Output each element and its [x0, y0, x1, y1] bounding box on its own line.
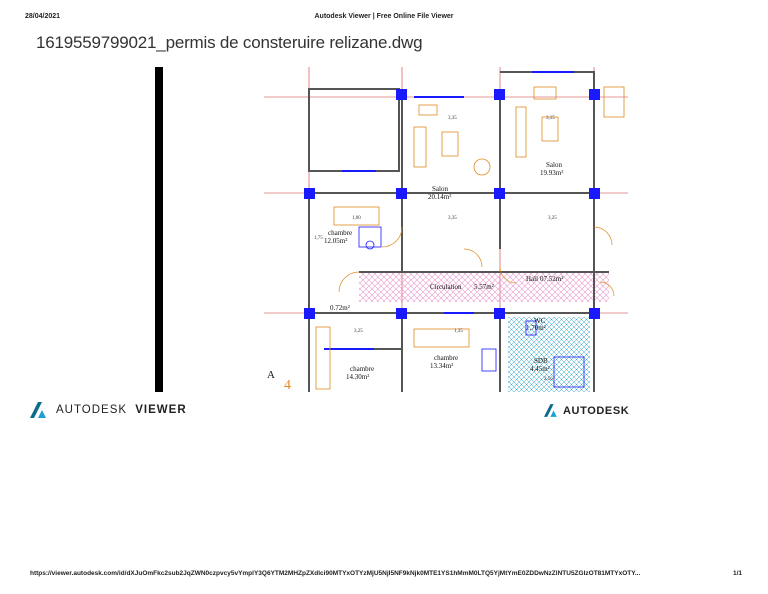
svg-text:1,00: 1,00 — [352, 216, 361, 221]
dimension-labels: 3,35 3,35 3,25 3,25 1,00 3,15 1,75 2,56 … — [314, 116, 557, 382]
svg-text:3,35: 3,35 — [448, 116, 457, 121]
circulation-hatch — [359, 272, 609, 302]
section-label: A — [267, 369, 275, 381]
svg-text:Salon: Salon — [546, 161, 562, 169]
svg-text:chambre: chambre — [434, 354, 458, 362]
room-labels: Salon 20.14m² Salon 19.93m² chambre 12.0… — [324, 161, 563, 381]
sdb-hatch — [508, 317, 590, 392]
svg-text:1.70m²: 1.70m² — [526, 324, 546, 332]
logo-product: VIEWER — [135, 404, 187, 416]
svg-text:3,25: 3,25 — [354, 329, 363, 334]
svg-text:1,35: 1,35 — [454, 329, 463, 334]
logo-brand-right: AUTODESK — [563, 404, 630, 417]
svg-text:12.05m²: 12.05m² — [324, 237, 347, 245]
svg-text:chambre: chambre — [350, 365, 374, 373]
svg-text:19.93m²: 19.93m² — [540, 169, 563, 177]
svg-text:0.72m²: 0.72m² — [330, 304, 350, 312]
windows — [324, 71, 574, 350]
svg-text:07.52m²: 07.52m² — [540, 275, 563, 283]
viewer-scrollbar[interactable] — [155, 67, 163, 392]
svg-text:SDB: SDB — [534, 357, 548, 365]
floor-plan[interactable]: Salon 20.14m² Salon 19.93m² chambre 12.0… — [264, 67, 628, 392]
svg-text:chambre: chambre — [328, 229, 352, 237]
furniture — [315, 86, 625, 390]
doors — [338, 226, 615, 297]
svg-text:Circulation: Circulation — [430, 283, 462, 291]
svg-text:3,15: 3,15 — [546, 116, 555, 121]
svg-text:14.30m²: 14.30m² — [346, 373, 369, 381]
svg-text:13.34m²: 13.34m² — [430, 362, 453, 370]
svg-text:5.57m²: 5.57m² — [474, 283, 494, 291]
print-date: 28/04/2021 — [25, 13, 61, 20]
file-title: 1619559799021_permis de consteruire reli… — [36, 33, 423, 52]
autodesk-viewer-logo: AUTODESK VIEWER — [30, 402, 187, 418]
print-page-title: Autodesk Viewer | Free Online File Viewe… — [314, 13, 454, 20]
autodesk-logo: AUTODESK — [544, 404, 629, 417]
svg-text:3,35: 3,35 — [448, 216, 457, 221]
svg-text:Hall: Hall — [526, 275, 538, 283]
print-url: https://viewer.autodesk.com/id/dXJuOmFkc… — [30, 570, 641, 577]
columns — [304, 89, 600, 319]
drawing-canvas[interactable]: Salon 20.14m² Salon 19.93m² chambre 12.0… — [264, 67, 628, 392]
svg-text:4.45m²: 4.45m² — [530, 365, 550, 373]
svg-text:2,56: 2,56 — [544, 377, 553, 382]
logo-brand: AUTODESK — [56, 404, 128, 416]
sanitary — [358, 226, 585, 388]
section-number: 4 — [284, 378, 291, 392]
svg-text:20.14m²: 20.14m² — [428, 193, 451, 201]
svg-text:WC: WC — [534, 317, 546, 325]
svg-text:Salon: Salon — [432, 185, 448, 193]
walls — [308, 71, 609, 392]
svg-text:1,75: 1,75 — [314, 236, 323, 241]
autodesk-logo-icon — [544, 404, 557, 417]
svg-text:3,25: 3,25 — [548, 216, 557, 221]
print-page-count: 1/1 — [733, 570, 743, 577]
autodesk-logo-icon — [30, 402, 46, 418]
